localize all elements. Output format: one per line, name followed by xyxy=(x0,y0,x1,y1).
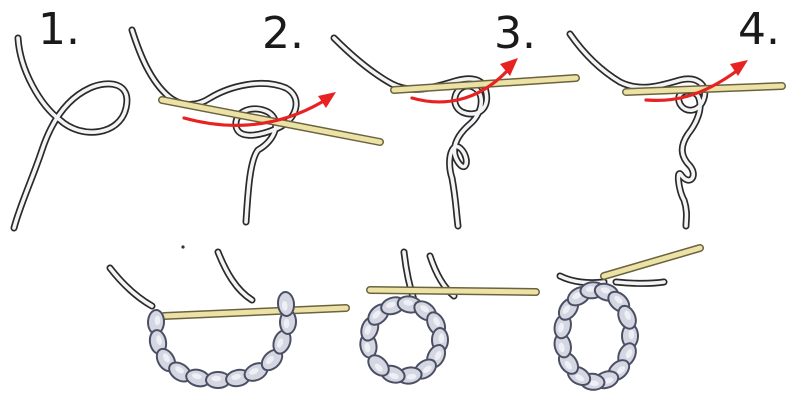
step-4-number: 4. xyxy=(738,4,780,55)
chain-a-stitches xyxy=(147,290,298,390)
step-4-panel: 4. xyxy=(570,4,782,226)
chain-panel-c xyxy=(551,248,700,392)
step-4-yarn xyxy=(570,34,705,226)
chain-c-crochet-hook xyxy=(604,248,700,276)
step-3-yarn xyxy=(334,38,487,226)
step-1-panel: 1. xyxy=(14,4,127,228)
chain-panel-a xyxy=(110,252,346,390)
step-3-number: 3. xyxy=(494,8,536,59)
chain-b-crochet-hook xyxy=(370,290,536,292)
chain-panel-b xyxy=(357,252,536,387)
chain-b-stitches xyxy=(357,293,450,387)
stray-dot xyxy=(181,245,184,248)
step-1-number: 1. xyxy=(38,4,80,55)
chain-c-stitches xyxy=(551,280,640,393)
step-2-number: 2. xyxy=(262,8,304,59)
step-2-panel: 2. xyxy=(132,8,380,222)
step-1-yarn-loop xyxy=(14,38,127,228)
chain-a-yarn-tails xyxy=(110,252,252,306)
step-3-panel: 3. xyxy=(334,8,576,226)
chain-a-crochet-hook xyxy=(164,308,346,316)
